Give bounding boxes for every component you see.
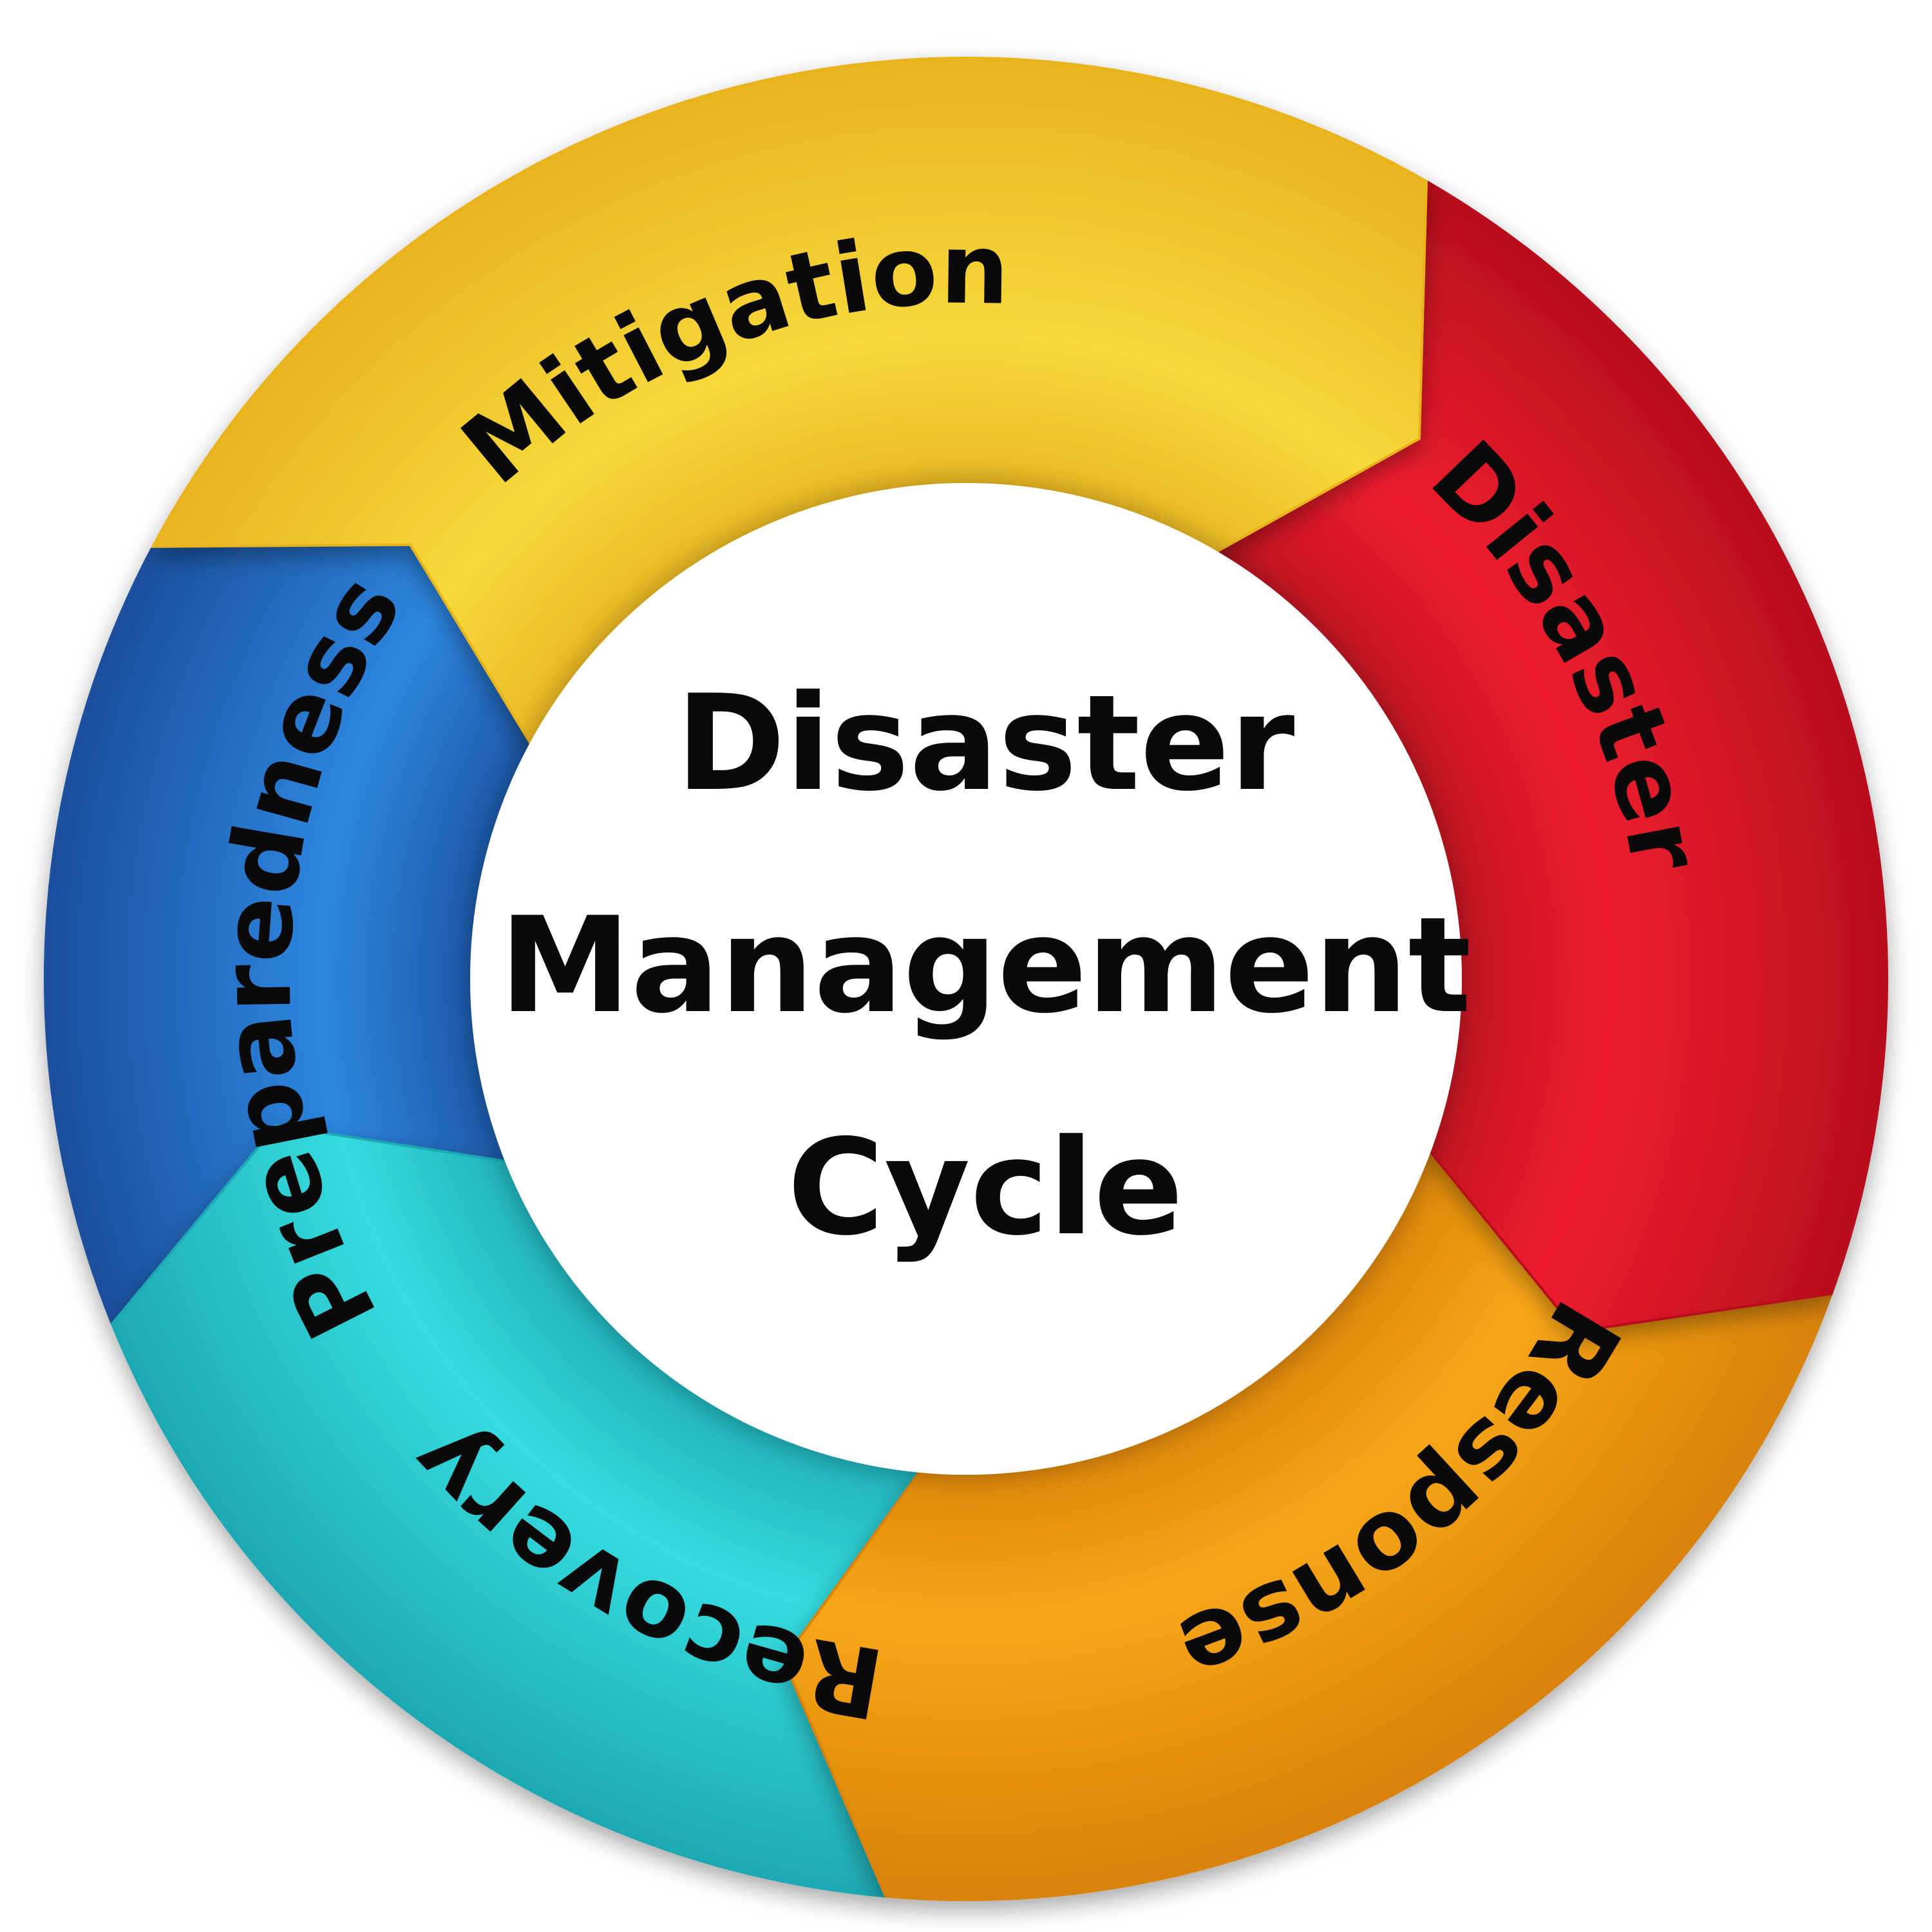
center-title-line-1: Disaster <box>676 667 1295 820</box>
center-title-line-2: Management <box>500 889 1472 1043</box>
center-circle <box>470 483 1462 1475</box>
cycle-arrows <box>44 57 1889 1902</box>
center-title: Disaster Management Cycle <box>500 667 1472 1265</box>
center-title-line-3: Cycle <box>788 1112 1184 1265</box>
